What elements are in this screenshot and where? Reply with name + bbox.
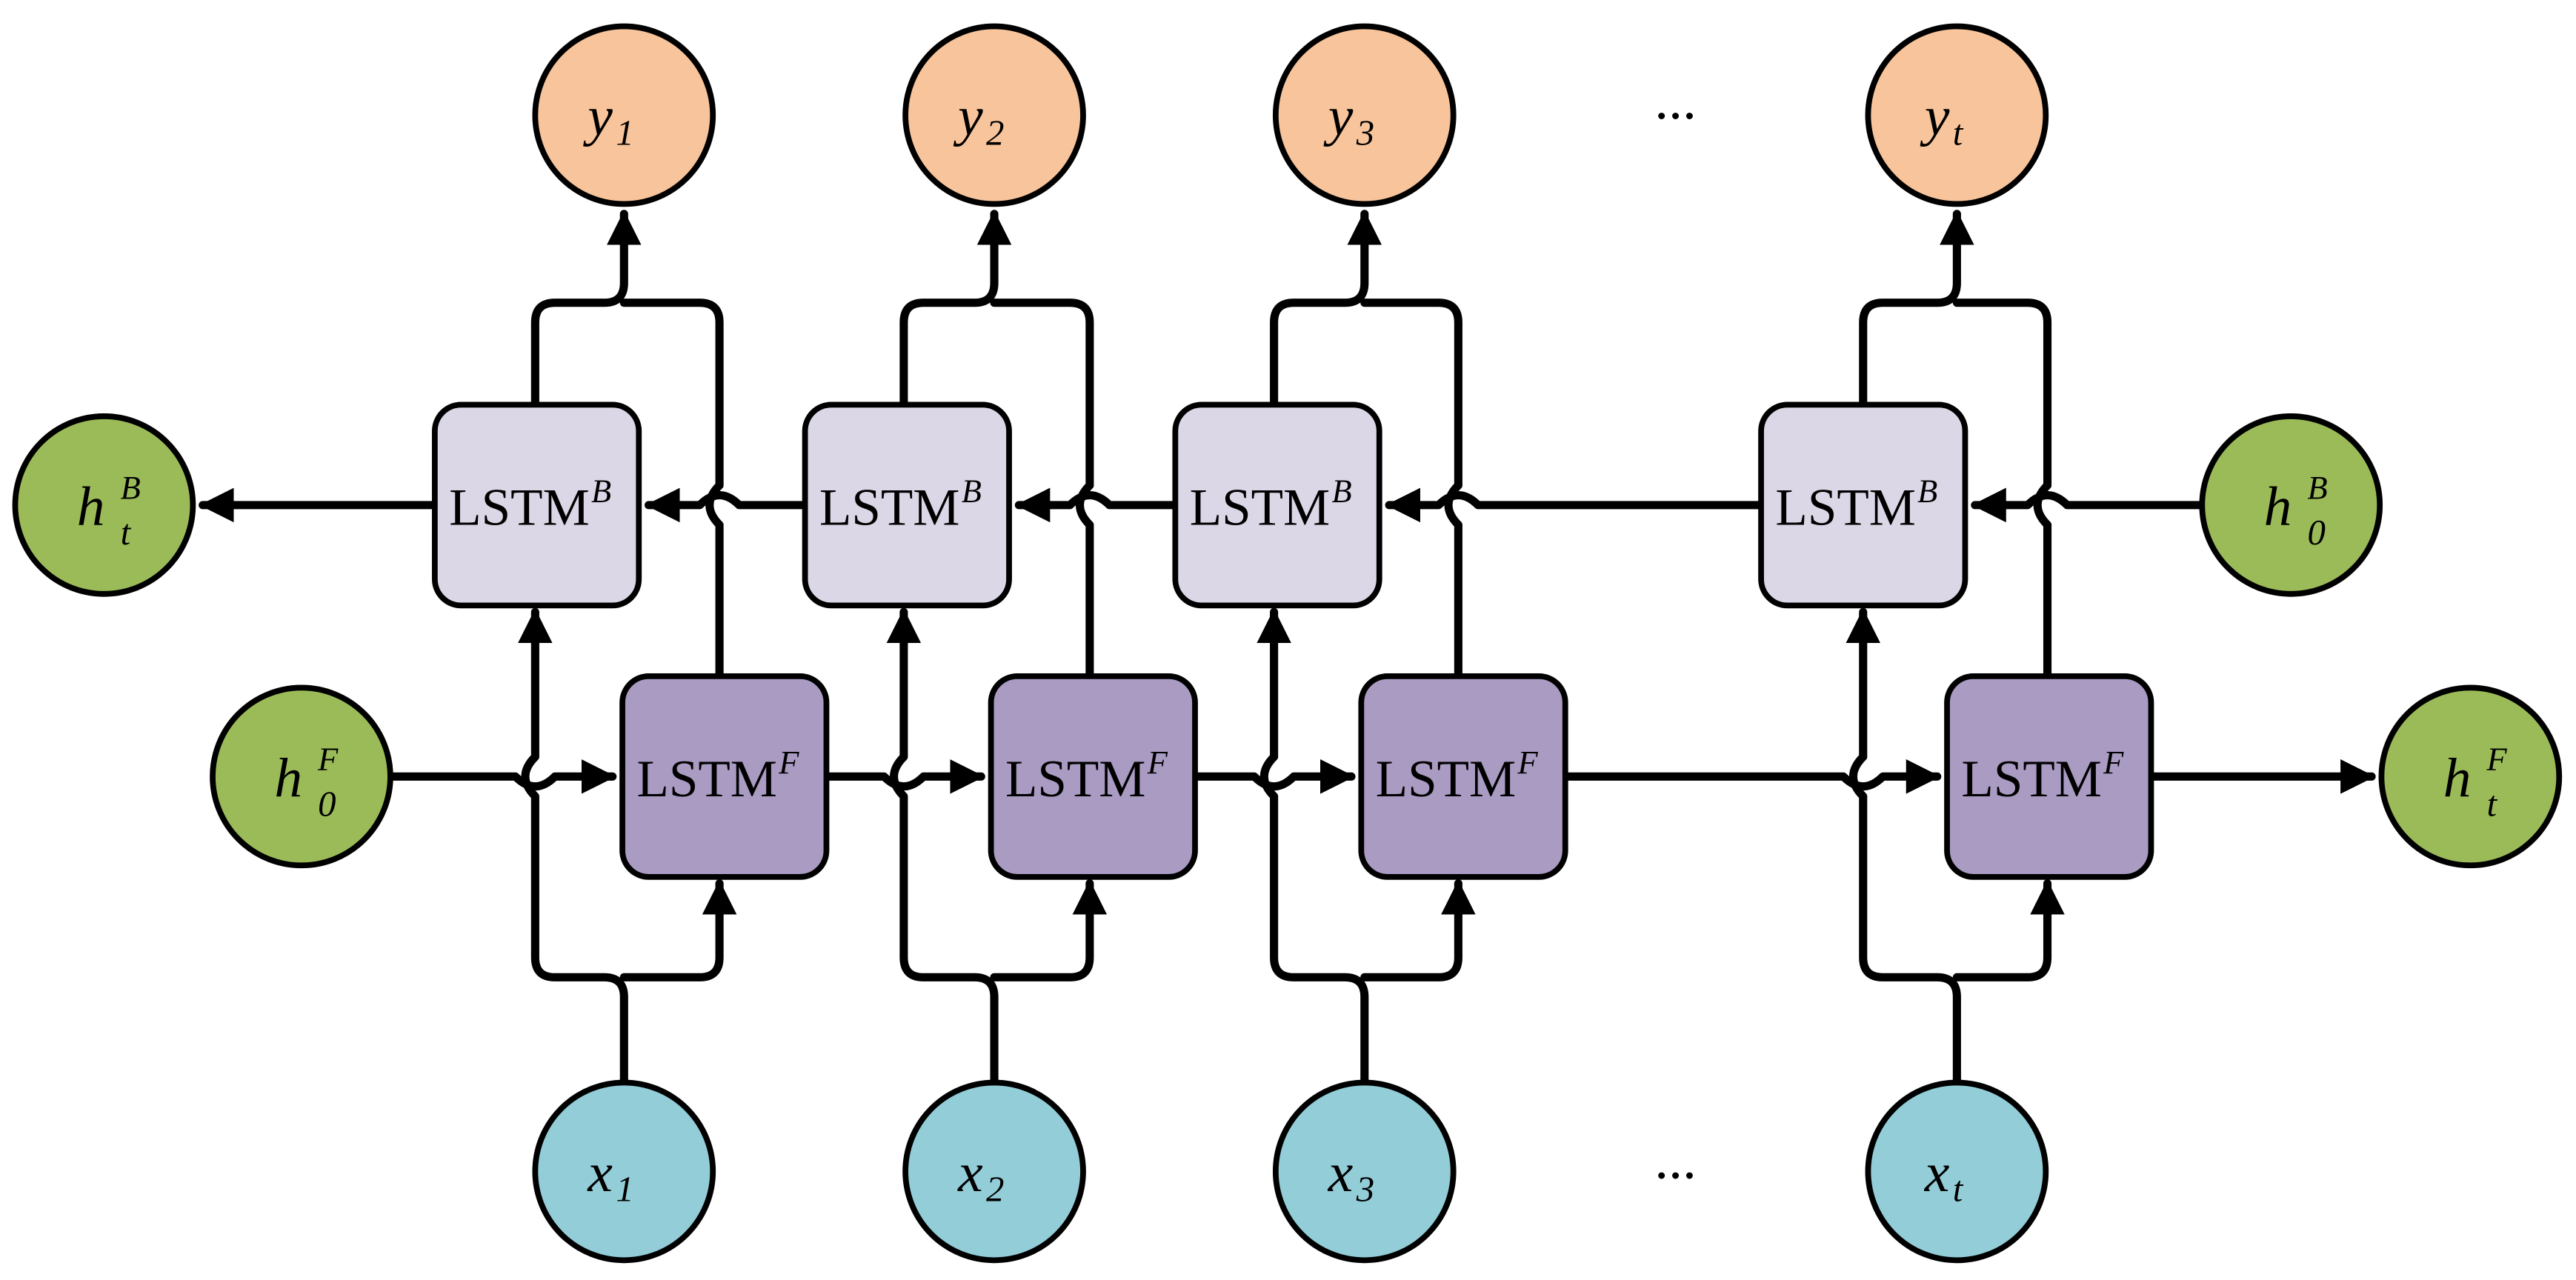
wire-input-3-to-lstm-f <box>1360 879 1476 981</box>
wire-input-1-to-lstm-f <box>619 879 737 981</box>
wire-lstm-b-2-to-output <box>899 210 1012 409</box>
output-ellipsis: ... <box>1654 70 1697 131</box>
state-h-0-forward-label: h <box>274 747 302 809</box>
state-h-t-forward-sup: F <box>2486 740 2508 777</box>
input-node-4-shape <box>1865 1079 2049 1264</box>
wire-lstm-b-2-to-lstm-b-1 <box>645 487 810 523</box>
input-node-3-shape <box>1272 1079 1457 1264</box>
state-h-0-backward-sup: B <box>2307 469 2327 506</box>
connections <box>199 210 2376 1087</box>
input-ellipsis: ... <box>1654 1129 1697 1190</box>
state-h-t-forward-sub: t <box>2487 784 2498 824</box>
state-h-t-forward-shape <box>2378 684 2563 869</box>
input-node-1-shape <box>532 1079 716 1264</box>
wire-input-2-to-lstm-f <box>990 879 1108 981</box>
input-node-2-shape <box>902 1079 1086 1264</box>
state-h-t-backward-sup: B <box>121 469 141 506</box>
state-h-t-backward-sub: t <box>121 512 132 553</box>
lstm-forward-4-shape <box>1944 673 2154 880</box>
state-h-t-backward-label: h <box>77 476 105 538</box>
lstm-backward-3-shape <box>1172 401 1382 609</box>
lstm-backward-2-shape <box>802 401 1012 609</box>
state-h-0-backward-label: h <box>2264 476 2292 538</box>
lstm-backward-4-shape <box>1758 401 1968 609</box>
wire-lstm-b-3-to-output <box>1270 210 1382 409</box>
wire-input-4-to-lstm-f <box>1952 879 2065 981</box>
wire-h0f-to-lstm-f-1 <box>386 759 617 794</box>
lstm-forward-1-shape <box>619 673 830 880</box>
state-h-0-forward-sub: 0 <box>318 784 336 824</box>
wire-lstm-f-2-to-lstm-f-3 <box>1191 759 1356 794</box>
wire-lstm-f-1-to-lstm-f-2 <box>822 759 985 794</box>
wire-h0b-to-lstm-b-4 <box>1971 487 2206 523</box>
state-h-0-backward-sub: 0 <box>2307 512 2325 553</box>
wire-lstm-f-1-to-output <box>619 299 724 681</box>
state-h-0-forward-sup: F <box>317 740 339 777</box>
wire-lstm-b-4-to-output <box>1859 210 1974 409</box>
wire-lstm-b-4-to-lstm-b-3 <box>1385 487 1765 523</box>
state-h-t-backward-shape <box>12 413 196 597</box>
state-h-0-forward-shape <box>210 684 393 869</box>
wire-lstm-b-1-to-output <box>530 210 642 409</box>
output-node-3-shape <box>1272 23 1457 207</box>
wire-input-1-to-lstm-b <box>518 607 628 1087</box>
output-node-2-shape <box>902 23 1086 207</box>
wire-lstm-b-3-to-lstm-b-2 <box>1014 487 1179 523</box>
output-node-1-shape <box>532 23 716 207</box>
wire-input-3-to-lstm-b <box>1257 607 1369 1087</box>
state-h-0-backward-shape <box>2199 413 2383 597</box>
lstm-forward-2-shape <box>988 673 1198 880</box>
wire-lstm-f-4-to-output <box>1952 299 2052 681</box>
wire-input-2-to-lstm-b <box>886 607 999 1087</box>
output-node-4-shape <box>1865 23 2049 207</box>
wire-lstm-f-3-to-output <box>1360 299 1462 681</box>
wire-input-4-to-lstm-b <box>1846 607 1961 1087</box>
wire-lstm-f-2-to-output <box>990 299 1094 681</box>
lstm-backward-1-shape <box>431 401 642 609</box>
wire-lstm-f-3-to-lstm-f-4 <box>1561 759 1942 794</box>
lstm-forward-3-shape <box>1358 673 1568 880</box>
state-h-t-forward-label: h <box>2443 747 2472 809</box>
